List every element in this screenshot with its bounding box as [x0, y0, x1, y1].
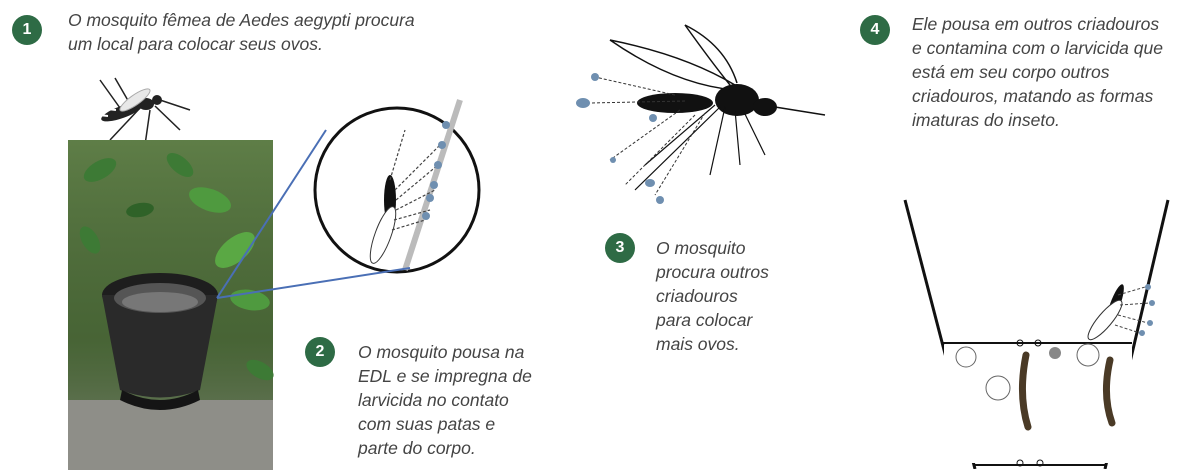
- connector-line-top: [216, 129, 327, 299]
- step-2-badge: 2: [305, 337, 335, 367]
- edl-photo: [68, 77, 481, 470]
- step-4-caption: Ele pousa em outros criadouros e contami…: [912, 14, 1163, 130]
- aedes-mosquito-illustration: [89, 77, 191, 146]
- step-4-badge: 4: [860, 15, 890, 45]
- step-1-caption: O mosquito fêmea de Aedes aegypti procur…: [68, 10, 415, 54]
- step-3-badge: 3: [605, 233, 635, 263]
- contaminating-mosquito: [1087, 284, 1155, 341]
- step-3-caption: O mosquito procura outros criadouros par…: [656, 238, 769, 354]
- breeding-site-container: [903, 199, 1170, 469]
- connector-line-bottom: [216, 267, 411, 299]
- flying-mosquito-illustration: [576, 24, 826, 204]
- magnified-view: [313, 99, 481, 274]
- edl-bucket: [102, 273, 218, 410]
- step-1-badge: 1: [12, 15, 42, 45]
- step-2-caption: O mosquito pousa na EDL e se impregna de…: [358, 342, 532, 458]
- larvae: [955, 339, 1116, 431]
